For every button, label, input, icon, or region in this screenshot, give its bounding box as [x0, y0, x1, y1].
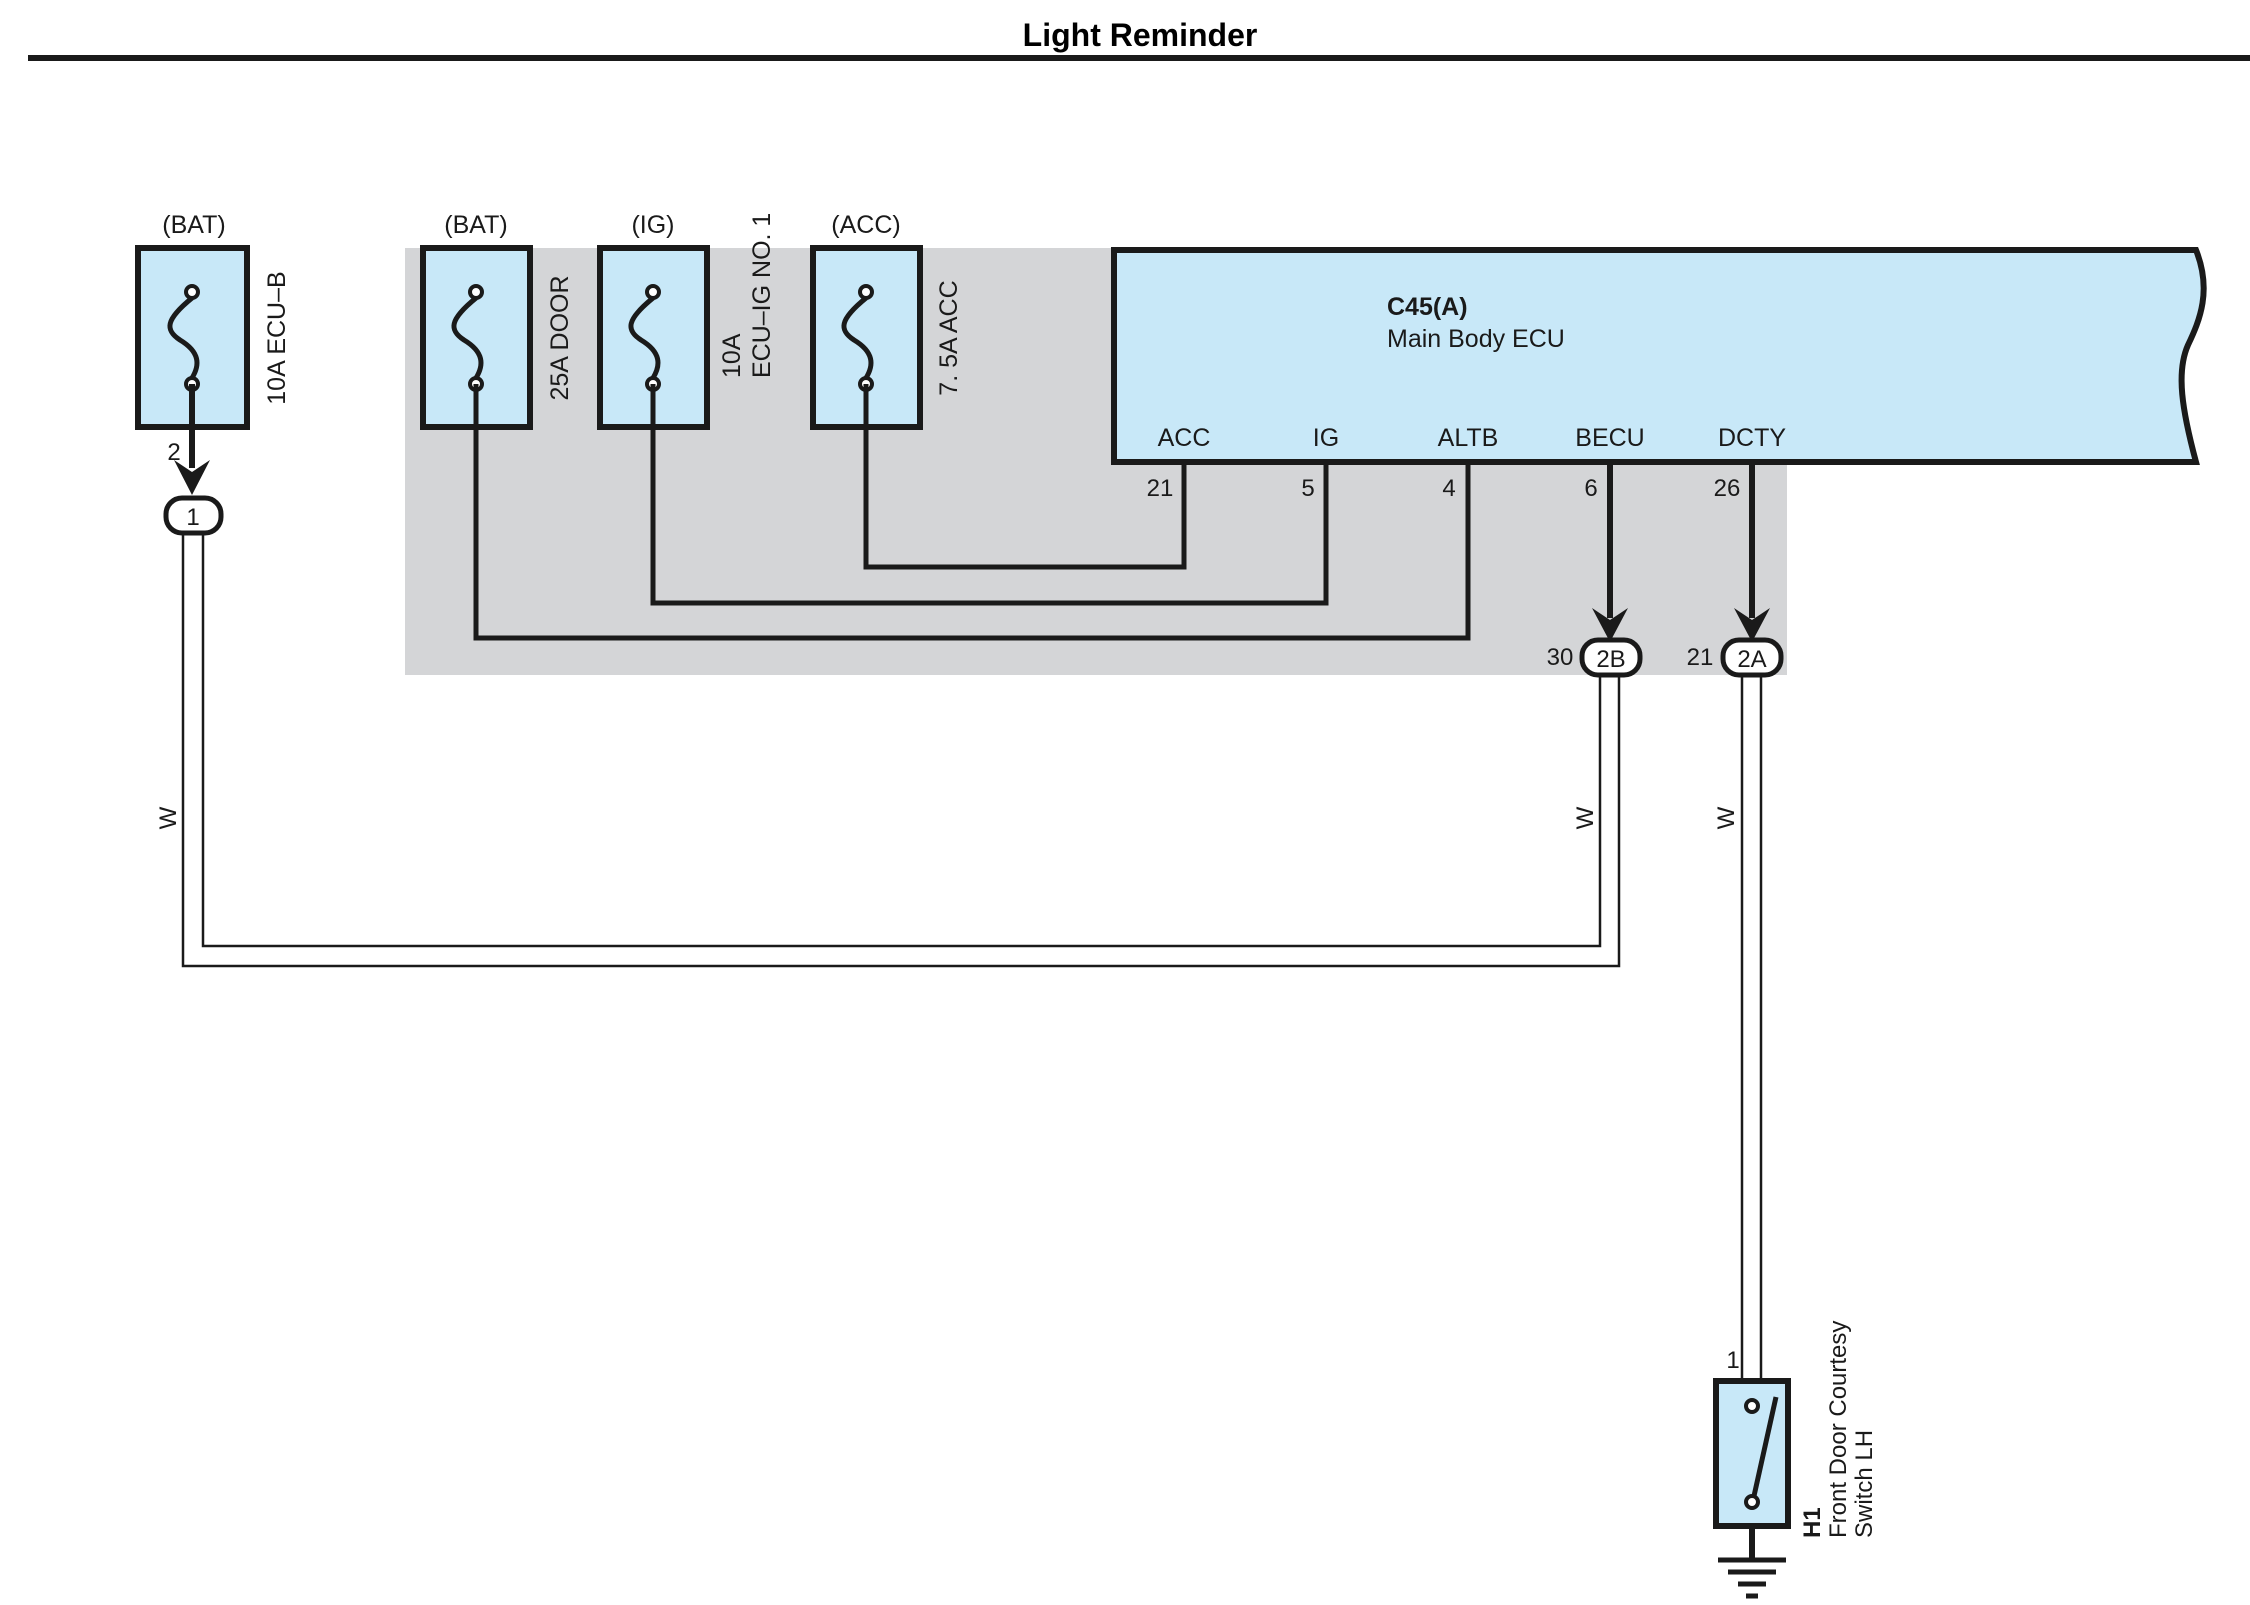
ecu-pin-26: 26 [1714, 475, 1741, 502]
connector-2a [1720, 637, 1784, 678]
wire-color-label-3: W [1713, 806, 1740, 829]
main-body-ecu [1111, 247, 2207, 465]
fuse1-pin: 2 [167, 439, 180, 466]
fuse3-source: (IG) [631, 211, 674, 239]
white-wire-1-to-2b [181, 533, 1621, 968]
switch-pin: 1 [1726, 1347, 1739, 1374]
ground-icon [1718, 1526, 1786, 1599]
fuse2-source: (BAT) [444, 211, 507, 239]
fuse-10a-ecu-b [135, 245, 250, 430]
ecu-pin-5: 5 [1301, 475, 1314, 502]
switch-name-line1: Front Door Courtesy [1825, 1321, 1852, 1538]
switch-code: H1 [1799, 1507, 1826, 1538]
fuse3-label-line2: ECU–IG NO. 1 [748, 213, 776, 378]
fuse1-arrow-icon [174, 460, 210, 495]
ecu-terminal-acc: ACC [1158, 424, 1211, 452]
junction-wires [473, 384, 1471, 641]
wire-color-label-1: W [155, 806, 182, 829]
connector-2a-label: 2A [1737, 646, 1766, 673]
becu-arrow-icon [1592, 608, 1628, 642]
ecu-name: Main Body ECU [1387, 325, 1565, 353]
fuse3-label-line1: 10A [718, 333, 746, 378]
ecu-pin-21: 21 [1147, 475, 1174, 502]
connector-2b-pin: 30 [1547, 644, 1574, 671]
diagram-title: Light Reminder [1023, 17, 1258, 53]
wire-color-label-2: W [1572, 806, 1599, 829]
ecu-terminal-altb: ALTB [1438, 424, 1499, 452]
ecu-terminal-ig: IG [1313, 424, 1339, 452]
white-wire-2a-to-switch [1740, 675, 1763, 1378]
fuse4-source: (ACC) [831, 211, 900, 239]
title-rule [28, 55, 2250, 61]
dcty-arrow-icon [1734, 608, 1770, 642]
ecu-pin-4: 4 [1442, 475, 1455, 502]
fuse1-source: (BAT) [162, 211, 225, 239]
ecu-code: C45(A) [1387, 293, 1468, 321]
ecu-terminal-dcty: DCTY [1718, 424, 1786, 452]
connector-2b-label: 2B [1596, 646, 1625, 673]
ecu-terminal-becu: BECU [1575, 424, 1644, 452]
ecu-pin-6: 6 [1584, 475, 1597, 502]
switch-name-line2: Switch LH [1851, 1430, 1878, 1538]
connector-1 [163, 495, 224, 536]
fuse2-label: 25A DOOR [546, 275, 574, 400]
fuse4-label: 7. 5A ACC [935, 280, 963, 395]
fuse1-label: 10A ECU–B [263, 271, 291, 404]
door-courtesy-switch [1713, 1378, 1791, 1529]
connector-1-label: 1 [186, 504, 199, 531]
connector-2b [1579, 637, 1643, 678]
connector-2a-pin: 21 [1687, 644, 1714, 671]
